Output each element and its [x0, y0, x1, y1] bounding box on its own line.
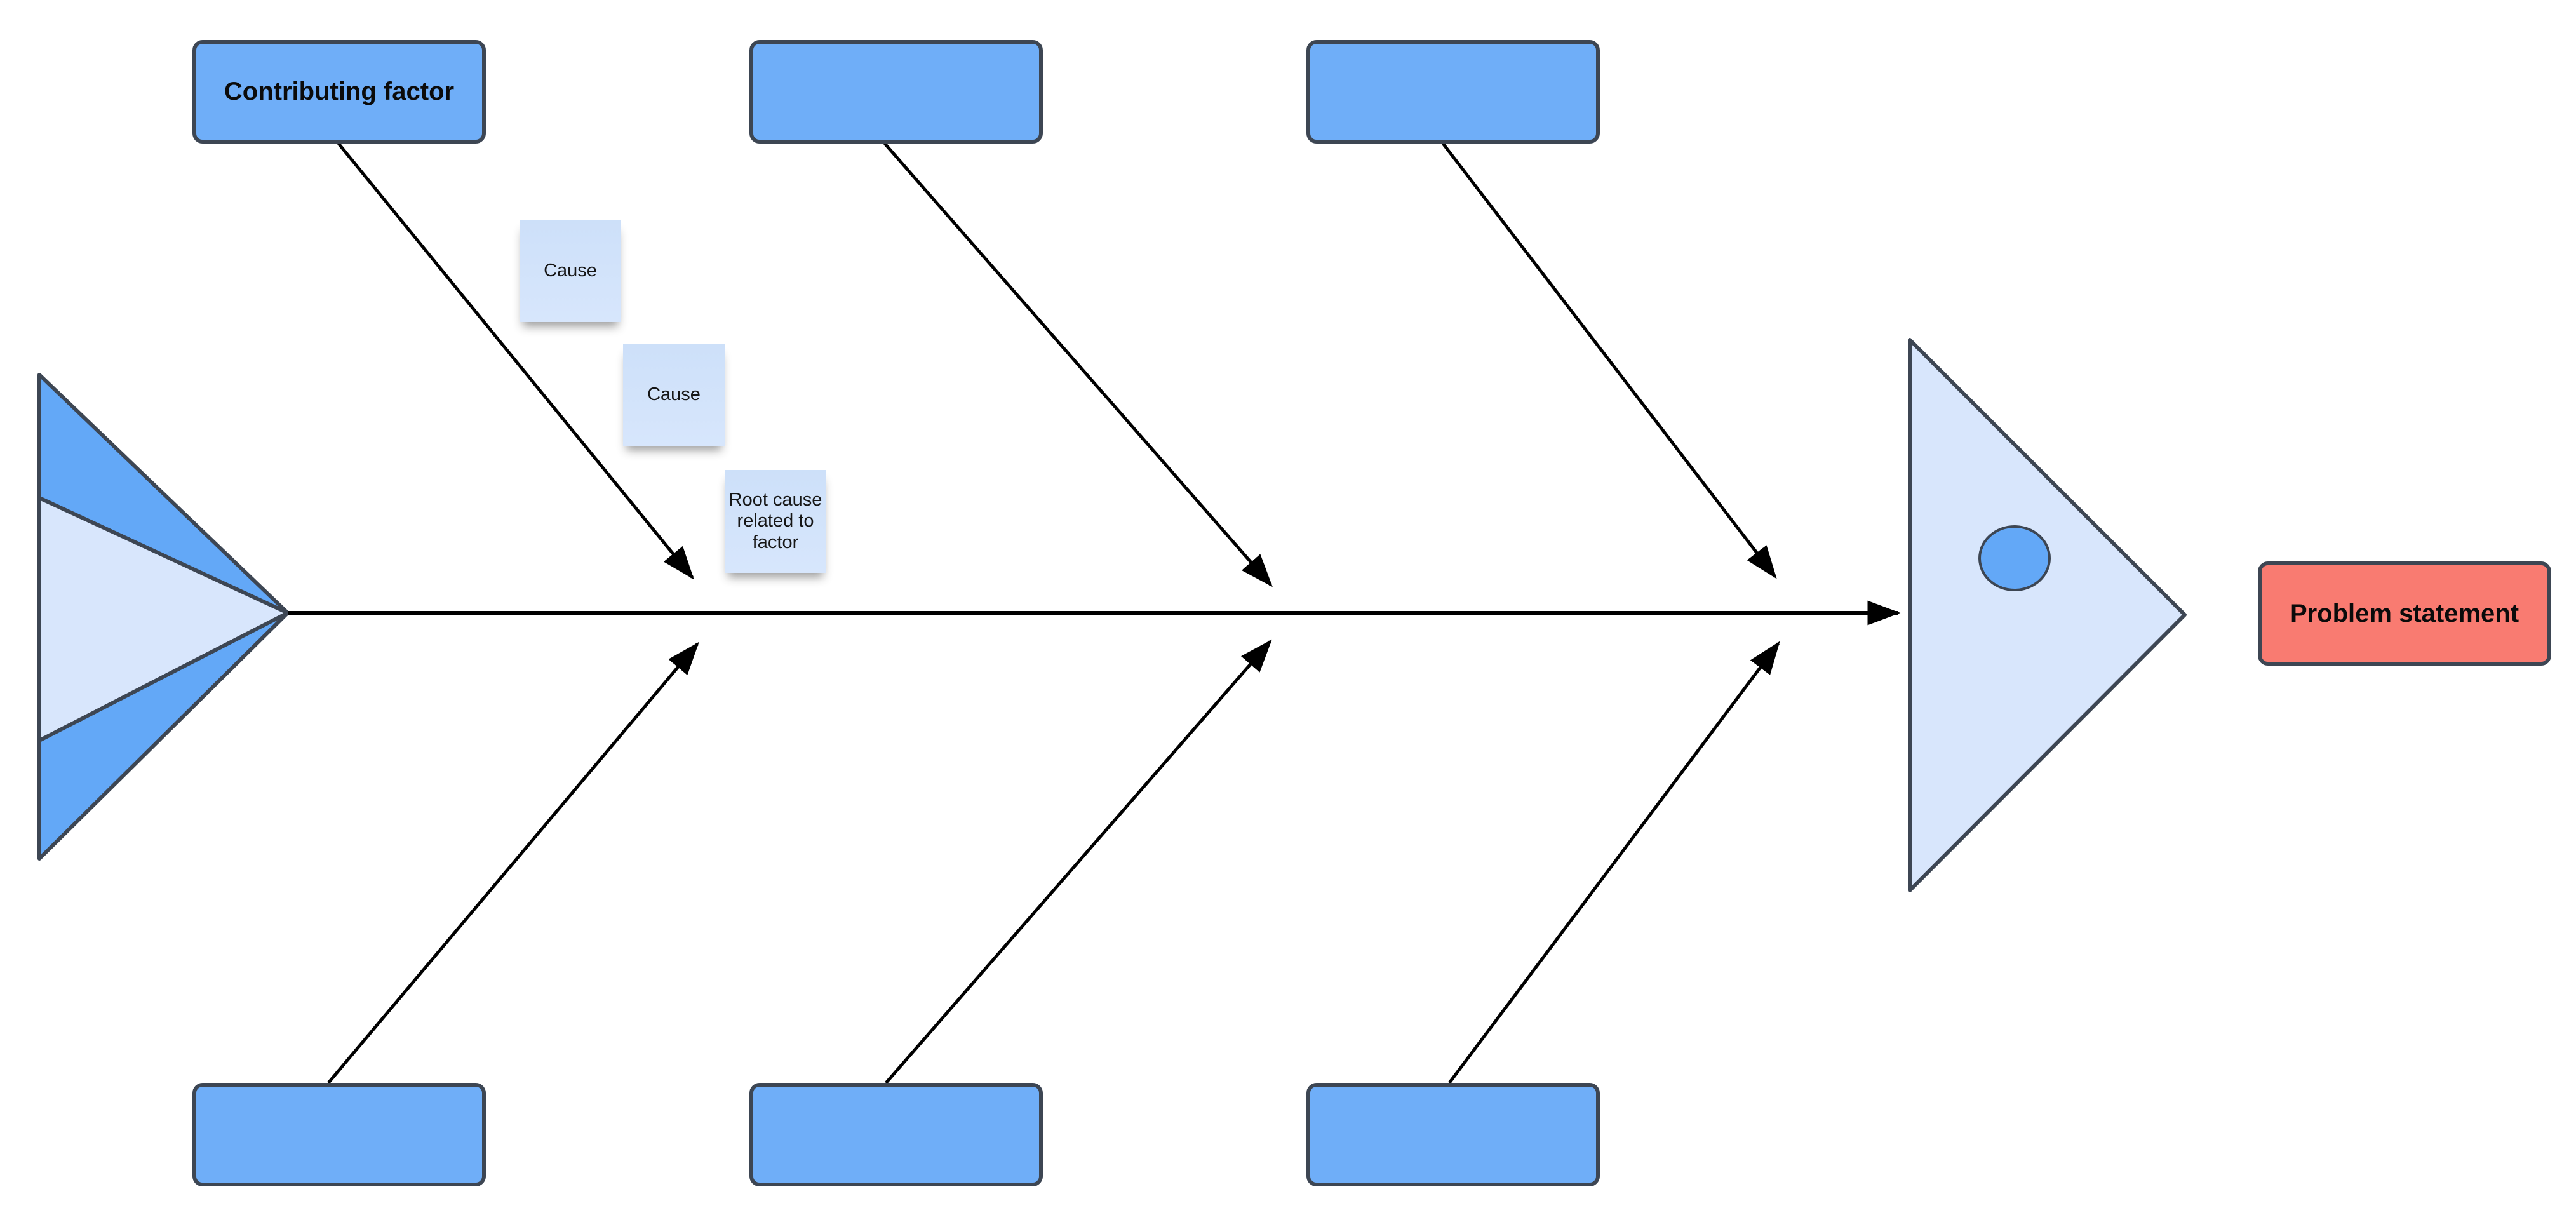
- sticky-note-root-cause-label: Root cause related to factor: [728, 489, 822, 553]
- bottom-bone-arrow-2[interactable]: [885, 639, 1272, 1084]
- top-bone-arrow-2[interactable]: [883, 142, 1273, 587]
- fish-head[interactable]: [1908, 338, 2187, 892]
- top-bone-arrow-3[interactable]: [1442, 142, 1777, 579]
- bottom-bone-arrow-1[interactable]: [327, 641, 699, 1084]
- sticky-note-cause-1[interactable]: Cause: [520, 220, 621, 322]
- sticky-note-cause-2-label: Cause: [647, 384, 701, 405]
- fish-eye[interactable]: [1978, 525, 2051, 591]
- factor-box-top-2[interactable]: [749, 40, 1043, 144]
- fish-tail-bottom-fin[interactable]: [37, 611, 290, 861]
- factor-box-top-3[interactable]: [1306, 40, 1600, 144]
- sticky-note-root-cause[interactable]: Root cause related to factor: [725, 470, 826, 573]
- factor-box-top-1-label: Contributing factor: [224, 77, 455, 105]
- problem-statement-label: Problem statement: [2290, 599, 2519, 628]
- sticky-note-cause-1-label: Cause: [544, 260, 597, 281]
- bottom-bone-arrow-3[interactable]: [1447, 641, 1780, 1084]
- factor-box-bottom-3[interactable]: [1306, 1083, 1600, 1186]
- factor-box-top-1[interactable]: Contributing factor: [192, 40, 486, 144]
- factor-box-bottom-1[interactable]: [192, 1083, 486, 1186]
- problem-statement-box[interactable]: Problem statement: [2258, 561, 2551, 666]
- top-bone-arrow-1[interactable]: [337, 142, 694, 580]
- fish-tail[interactable]: [37, 373, 290, 861]
- fish-head-triangle[interactable]: [1908, 338, 2187, 892]
- sticky-note-cause-2[interactable]: Cause: [623, 344, 725, 446]
- factor-box-bottom-2[interactable]: [749, 1083, 1043, 1186]
